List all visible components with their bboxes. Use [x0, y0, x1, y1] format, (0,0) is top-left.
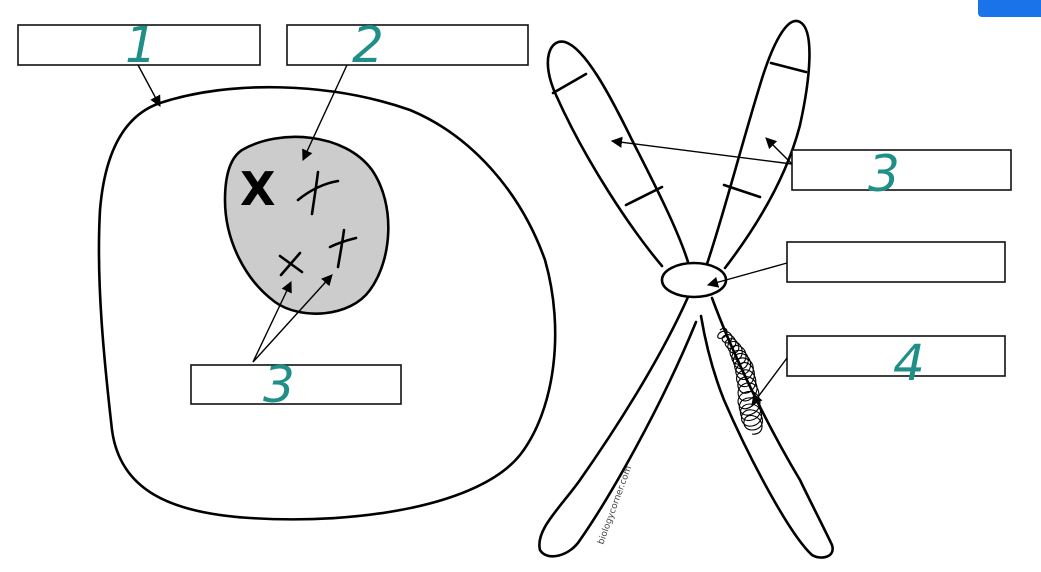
label-box-4[interactable] — [786, 335, 1006, 377]
handwritten-label-1: 1 — [125, 16, 157, 74]
label-box-3-chromosome[interactable] — [791, 149, 1012, 191]
label-box-3-cell[interactable] — [190, 364, 402, 405]
cell-membrane — [97, 85, 557, 521]
arrow-3d — [765, 137, 793, 165]
arrow-3a — [252, 280, 292, 363]
nucleus — [223, 135, 390, 315]
arrow-2 — [302, 64, 348, 162]
chromosome — [538, 19, 834, 559]
chromosome-glyph — [296, 170, 340, 216]
chromosome-glyph — [328, 228, 358, 269]
corner-button[interactable] — [978, 0, 1041, 17]
handwritten-label-3-chromosome: 3 — [868, 145, 900, 203]
handwritten-label-4: 4 — [893, 334, 925, 392]
handwritten-label-3-cell: 3 — [263, 356, 295, 414]
arrow-3b — [252, 274, 333, 363]
arrow-3c — [610, 136, 793, 165]
centromere — [660, 261, 728, 299]
arrow-4 — [751, 357, 788, 406]
label-box-2[interactable] — [286, 24, 529, 66]
chromosome-glyph — [278, 251, 304, 277]
label-box-centromere[interactable] — [786, 241, 1006, 283]
handwritten-label-2: 2 — [352, 16, 384, 74]
arrow-centromere — [706, 262, 788, 288]
dna-coil — [717, 327, 764, 435]
arrow-1 — [137, 64, 161, 107]
chromosome-glyph: X — [240, 162, 275, 216]
label-box-1[interactable] — [17, 24, 261, 66]
